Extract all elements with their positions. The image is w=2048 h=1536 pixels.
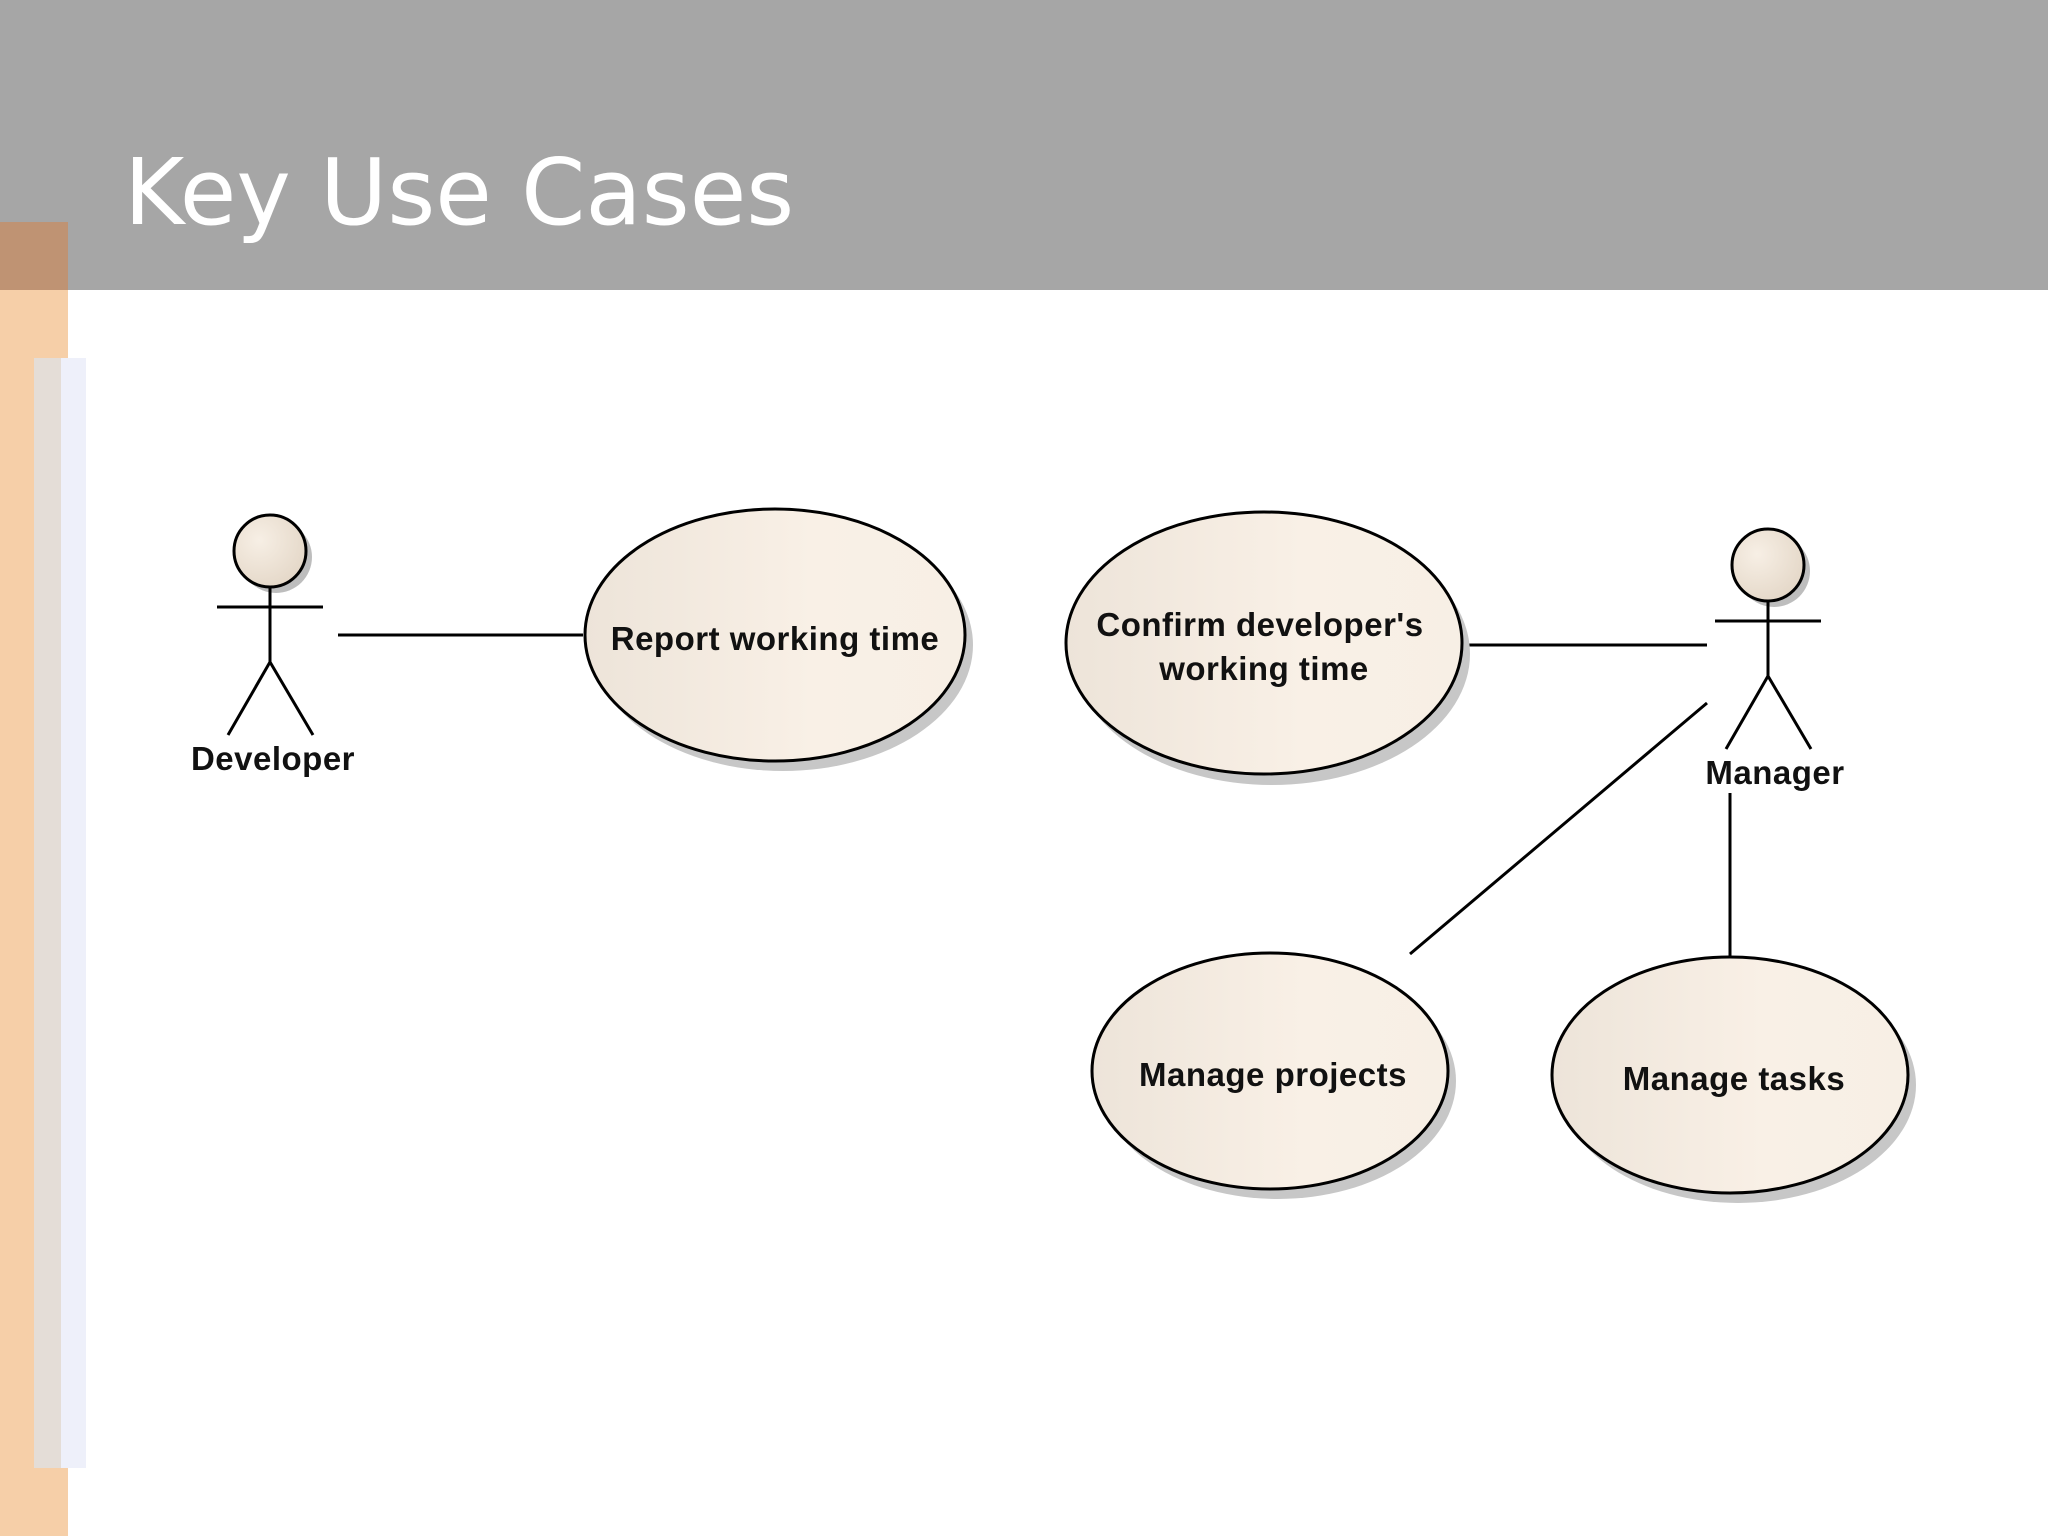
use-case-manage-projects: Manage projects — [1090, 951, 1456, 1199]
actor-manager-label: Manager — [1705, 754, 1844, 791]
use-case-projects-ellipse — [1090, 951, 1450, 1191]
association-manager-projects — [1409, 701, 1708, 956]
actor-manager-figure — [1715, 527, 1821, 750]
use-case-tasks-ellipse — [1550, 955, 1910, 1195]
side-accent-block — [0, 222, 68, 290]
use-case-confirm-ellipse — [1064, 510, 1464, 776]
actor-developer: Developer — [191, 513, 355, 777]
use-case-confirm-label-line1: Confirm developer's — [1096, 606, 1423, 643]
side-inner-panel — [34, 358, 86, 1468]
use-case-report-ellipse — [583, 507, 967, 763]
actor-developer-label: Developer — [191, 740, 355, 777]
use-case-confirm-working-time: Confirm developer's working time — [1064, 510, 1470, 785]
use-case-report-working-time: Report working time — [583, 507, 973, 771]
use-case-projects-label: Manage projects — [1139, 1056, 1407, 1093]
header-bar — [0, 0, 2048, 290]
actor-manager: Manager — [1705, 527, 1844, 791]
actor-developer-figure — [217, 513, 323, 736]
use-case-manage-tasks: Manage tasks — [1550, 955, 1916, 1203]
use-case-confirm-label-line2: working time — [1158, 650, 1369, 687]
slide-title: Key Use Cases — [124, 139, 795, 246]
use-case-report-label: Report working time — [611, 620, 940, 657]
developer-head — [232, 513, 308, 589]
use-case-tasks-label: Manage tasks — [1623, 1060, 1845, 1097]
manager-head — [1730, 527, 1806, 603]
